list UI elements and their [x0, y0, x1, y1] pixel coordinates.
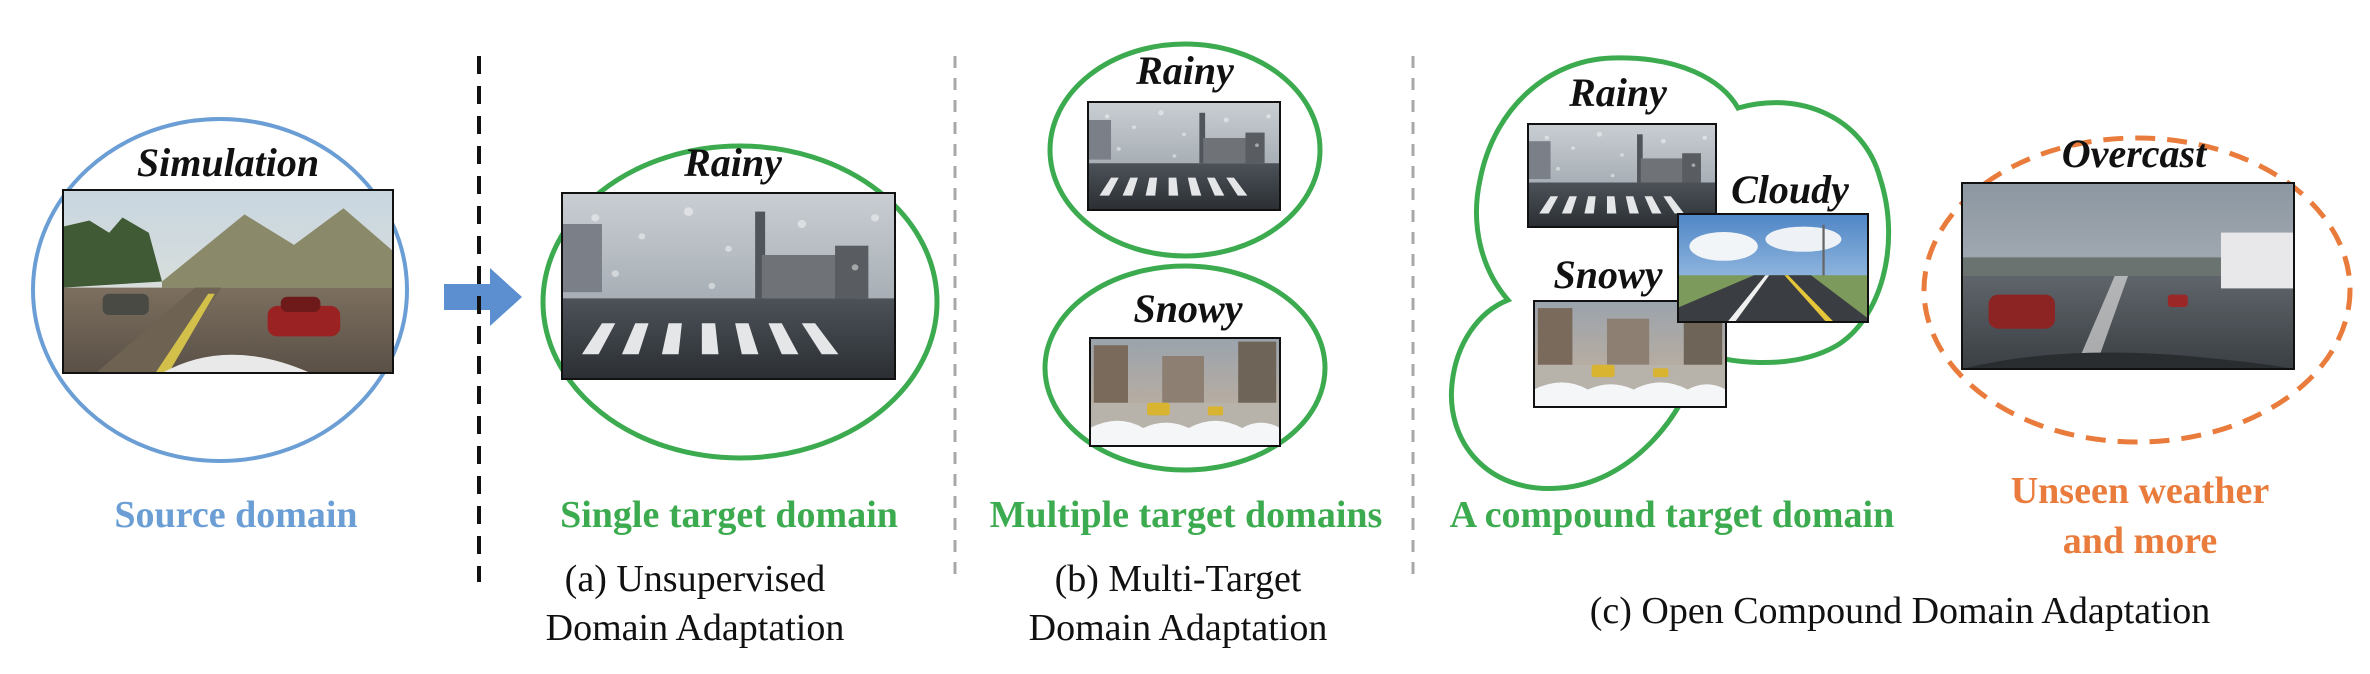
- rainy-title-c: Rainy: [1568, 70, 1667, 115]
- source-domain-group: Simulation Source domain: [31, 117, 409, 536]
- panel-c: Rainy Snowy Cloudy A compound target dom…: [1448, 55, 2353, 632]
- panel-a: Rainy Single target domain (a) Unsupervi…: [540, 140, 940, 649]
- overcast-image: [1962, 183, 2294, 369]
- rainy-title-a: Rainy: [683, 140, 782, 185]
- snowy-image-b: [1090, 338, 1280, 446]
- adaptation-arrow: [444, 268, 522, 326]
- snowy-title-b: Snowy: [1134, 286, 1243, 331]
- rainy-image-c: [1528, 124, 1716, 228]
- snowy-ellipse-b: [1042, 263, 1328, 473]
- single-target-ellipse: [540, 143, 940, 461]
- cloudy-title-c: Cloudy: [1731, 167, 1849, 212]
- caption-b-line2: Domain Adaptation: [1029, 607, 1328, 649]
- compound-target-label: A compound target domain: [1450, 494, 1894, 536]
- overcast-title: Overcast: [2062, 131, 2208, 176]
- caption-a-line2: Domain Adaptation: [546, 607, 845, 649]
- panel-b: Rainy Snowy Multiple target domains (b) …: [990, 41, 1383, 649]
- unseen-domain-ellipse: [1921, 135, 2353, 445]
- compound-domain-blob: [1448, 55, 1892, 491]
- multiple-target-label: Multiple target domains: [990, 494, 1383, 536]
- simulation-image: [63, 190, 393, 373]
- rainy-ellipse-b: [1047, 41, 1323, 259]
- unseen-label-line1: Unseen weather: [2011, 470, 2270, 512]
- single-target-label: Single target domain: [560, 494, 898, 536]
- simulation-title: Simulation: [137, 140, 319, 185]
- snowy-title-c: Snowy: [1554, 252, 1663, 297]
- rainy-image-a: [562, 193, 895, 379]
- caption-c: (c) Open Compound Domain Adaptation: [1590, 590, 2211, 632]
- cloudy-image-c: [1678, 214, 1868, 322]
- rainy-title-b: Rainy: [1135, 48, 1234, 93]
- caption-a-line1: (a) Unsupervised: [565, 558, 826, 600]
- unseen-label-line2: and more: [2063, 520, 2217, 562]
- source-domain-label: Source domain: [114, 494, 357, 536]
- caption-b-line1: (b) Multi-Target: [1055, 558, 1302, 600]
- rainy-image-b: [1088, 102, 1280, 210]
- source-domain-ellipse: [31, 117, 409, 463]
